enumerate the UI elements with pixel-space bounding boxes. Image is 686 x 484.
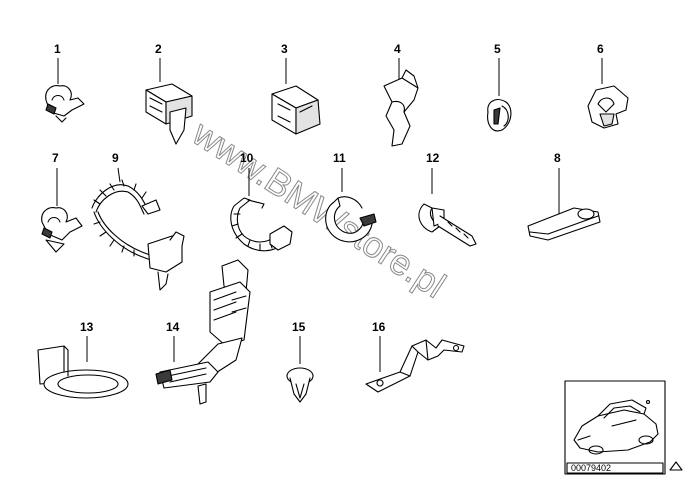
part-label-15: 15 — [292, 320, 306, 334]
part-label-11: 11 — [333, 151, 346, 165]
part-16[interactable]: 16 — [365, 320, 465, 393]
part-12[interactable]: 12 — [418, 151, 477, 247]
part-4[interactable]: 4 — [383, 42, 419, 147]
part-10[interactable]: 10 — [230, 151, 293, 252]
part-15[interactable]: 15 — [286, 320, 314, 403]
part-3[interactable]: 3 — [271, 42, 321, 135]
part-9[interactable]: 9 — [91, 151, 185, 291]
part-label-7: 7 — [52, 151, 59, 165]
part-label-9: 9 — [112, 151, 119, 165]
part-5[interactable]: 5 — [487, 42, 512, 132]
part-label-8: 8 — [554, 151, 561, 165]
diagram-code: 00079402 — [571, 463, 611, 473]
car-icon — [573, 399, 659, 455]
part-label-13: 13 — [80, 320, 94, 334]
part-14[interactable]: 14 — [155, 259, 251, 405]
part-label-14: 14 — [166, 320, 180, 334]
part-8[interactable]: 8 — [527, 151, 601, 241]
part-label-3: 3 — [281, 42, 288, 56]
part-1[interactable]: 1 — [45, 42, 85, 123]
part-label-4: 4 — [394, 42, 401, 56]
part-7[interactable]: 7 — [41, 151, 83, 253]
part-2[interactable]: 2 — [145, 42, 193, 145]
part-label-10: 10 — [240, 151, 254, 165]
warning-triangle-icon — [669, 461, 683, 471]
part-label-1: 1 — [54, 42, 61, 56]
part-13[interactable]: 13 — [37, 320, 129, 399]
part-label-16: 16 — [372, 320, 386, 334]
part-6[interactable]: 6 — [587, 42, 629, 129]
part-11[interactable]: 11 — [325, 151, 377, 243]
part-label-2: 2 — [155, 42, 162, 56]
part-label-12: 12 — [426, 151, 440, 165]
part-label-5: 5 — [494, 42, 501, 56]
part-label-6: 6 — [597, 42, 604, 56]
vehicle-thumbnail: 00079402 — [564, 380, 683, 475]
